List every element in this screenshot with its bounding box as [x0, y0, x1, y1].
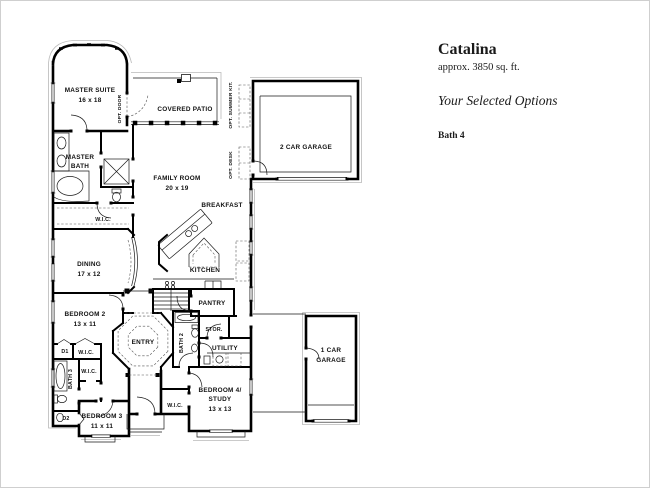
master-bath-fixtures [53, 132, 130, 203]
label-opt-door: OPT. DOOR [117, 94, 123, 123]
door-jambs [69, 91, 351, 423]
roofline [48, 40, 362, 441]
stairs [154, 289, 188, 311]
kitchen-counter [153, 278, 234, 288]
opt-desk-cabinet [238, 146, 251, 180]
kitchen-niche-wall [158, 233, 169, 273]
plan-sqft: approx. 3850 sq. ft. [438, 62, 520, 73]
opt-door-leaf [126, 93, 149, 118]
patio-outline [131, 77, 219, 125]
label-pantry: PANTRY [198, 300, 226, 307]
hall-posts [124, 288, 160, 377]
entry-ceiling-outer [117, 315, 169, 367]
label-d2: D2 [62, 416, 69, 422]
door-swings [70, 114, 320, 418]
dining-arch-dash [127, 239, 132, 284]
label-2-car-garage: 2 CAR GARAGE [280, 144, 332, 151]
opt-summer-kitchen-cabinets [238, 84, 251, 128]
label-dining: DINING [77, 261, 101, 268]
breakfast-bar [188, 237, 220, 267]
label-opt-summer-kit: OPT. SUMMER KIT. [228, 81, 234, 129]
bath3-fixtures [53, 360, 68, 423]
patio-posts [132, 79, 218, 126]
label-bath-2: BATH 2 [179, 333, 185, 353]
plan-title: Catalina [438, 41, 497, 58]
entry-ceiling-inner [127, 325, 159, 357]
utility-fixtures [203, 352, 251, 367]
label-breakfast: BREAKFAST [201, 202, 242, 209]
label-entry: ENTRY [132, 339, 155, 346]
label-master-bath-2: BATH [71, 163, 89, 170]
label-1-car-garage-1: 1 CAR [321, 347, 342, 354]
patio-detail [181, 74, 191, 82]
label-bedroom-4-2: STUDY [209, 396, 232, 403]
label-wic-master: W.I.C. [95, 217, 111, 223]
label-kitchen: KITCHEN [190, 267, 220, 274]
label-covered-patio: COVERED PATIO [157, 106, 212, 113]
front-porch [84, 414, 246, 443]
label-stor: STOR. [205, 327, 222, 333]
garage-2car-walls [251, 79, 360, 181]
label-bedroom-4-dims: 13 x 13 [208, 406, 231, 413]
bifold-doors [56, 338, 96, 426]
garage-doors [253, 95, 354, 423]
bath2-fixtures [174, 312, 199, 353]
option-item: Bath 4 [438, 131, 465, 141]
label-family-room-dims: 20 x 19 [165, 185, 188, 192]
breakfast-bar-dash [189, 242, 219, 268]
cooktop [165, 281, 175, 289]
label-bedroom-3-dims: 11 x 11 [91, 423, 114, 430]
label-wic-d1: W.I.C. [78, 350, 94, 356]
dining-arch [131, 236, 138, 287]
label-wic-bed4: W.I.C. [167, 403, 183, 409]
label-bedroom-4-1: BEDROOM 4/ [199, 387, 242, 394]
label-d1: D1 [61, 349, 68, 355]
kitchen-island [157, 209, 213, 259]
bay-window-ticks [59, 43, 119, 50]
label-utility: UTILITY [212, 345, 238, 352]
label-master-suite: MASTER SUITE [65, 87, 116, 94]
label-master-bath-1: MASTER [66, 154, 95, 161]
fridge-cabinets [235, 240, 250, 282]
info-panel: Catalina approx. 3850 sq. ft. Your Selec… [438, 41, 638, 141]
label-opt-desk: OPT. DESK [228, 151, 234, 179]
label-family-room: FAMILY ROOM [153, 175, 200, 182]
label-bedroom-2: BEDROOM 2 [65, 311, 106, 318]
garage-1car-walls [304, 314, 358, 423]
hall-ceiling-line [125, 312, 161, 376]
master-wic-shelves [57, 207, 129, 225]
label-wic-hall: W.I.C. [81, 369, 97, 375]
label-dining-dims: 17 x 12 [77, 271, 100, 278]
options-heading: Your Selected Options [438, 93, 558, 108]
label-bedroom-2-dims: 13 x 11 [74, 321, 97, 328]
label-1-car-garage-2: GARAGE [316, 357, 346, 364]
label-bedroom-3: BEDROOM 3 [82, 413, 123, 420]
label-bath-3: BATH 3 [68, 369, 74, 389]
label-master-suite-dims: 16 x 18 [78, 97, 101, 104]
